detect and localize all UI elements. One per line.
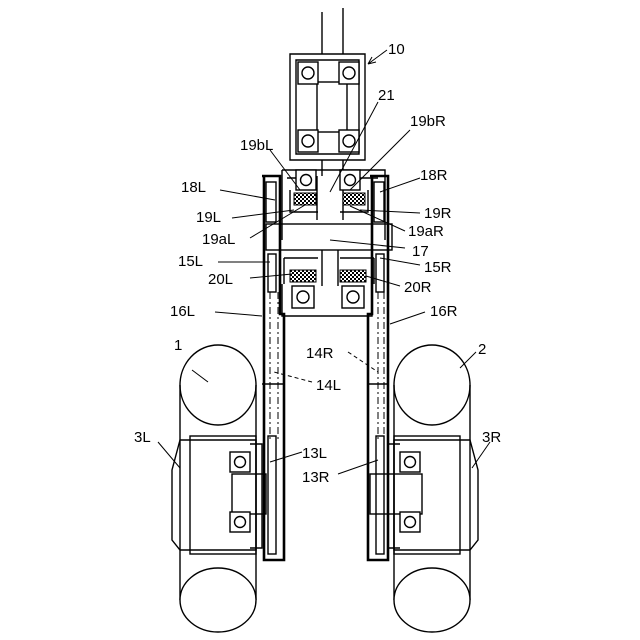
- label-1: 1: [174, 337, 182, 354]
- bearing-upper-left: [298, 62, 318, 84]
- arm-16L: [262, 176, 284, 560]
- bearing-19bL: [296, 170, 316, 190]
- clutch-19R: [340, 190, 368, 212]
- bearing-lower-right: [342, 286, 364, 308]
- bearing-19bR: [340, 170, 360, 190]
- bearing-mid-right: [339, 130, 359, 152]
- label-10: 10: [388, 41, 405, 58]
- label-15R: 15R: [424, 259, 452, 276]
- label-3L: 3L: [134, 429, 151, 446]
- label-17: 17: [412, 243, 429, 260]
- wheel-right: [370, 345, 478, 632]
- label-14L: 14L: [316, 377, 341, 394]
- label-21: 21: [378, 87, 395, 104]
- chain-14R: [378, 292, 384, 440]
- clutch-20R: [340, 258, 374, 284]
- label-18L: 18L: [181, 179, 206, 196]
- label-16L: 16L: [170, 303, 195, 320]
- label-19L: 19L: [196, 209, 221, 226]
- label-3R: 3R: [482, 429, 501, 446]
- label-19bL: 19bL: [240, 137, 273, 154]
- clutch-20L: [284, 258, 318, 284]
- label-19bR: 19bR: [410, 113, 446, 130]
- label-19R: 19R: [424, 205, 452, 222]
- label-20R: 20R: [404, 279, 432, 296]
- bearing-mid-left: [298, 130, 318, 152]
- chain-14L: [270, 292, 278, 440]
- clutch-19L: [290, 190, 318, 212]
- label-13R: 13R: [302, 469, 330, 486]
- label-16R: 16R: [430, 303, 458, 320]
- bearing-upper-right: [339, 62, 359, 84]
- label-19aR: 19aR: [408, 223, 444, 240]
- label-15L: 15L: [178, 253, 203, 270]
- label-2: 2: [478, 341, 486, 358]
- label-13L: 13L: [302, 445, 327, 462]
- wheel-left: [172, 345, 266, 632]
- label-14R: 14R: [306, 345, 334, 362]
- label-18R: 18R: [420, 167, 448, 184]
- label-20L: 20L: [208, 271, 233, 288]
- label-19aL: 19aL: [202, 231, 235, 248]
- bearing-lower-left: [292, 286, 314, 308]
